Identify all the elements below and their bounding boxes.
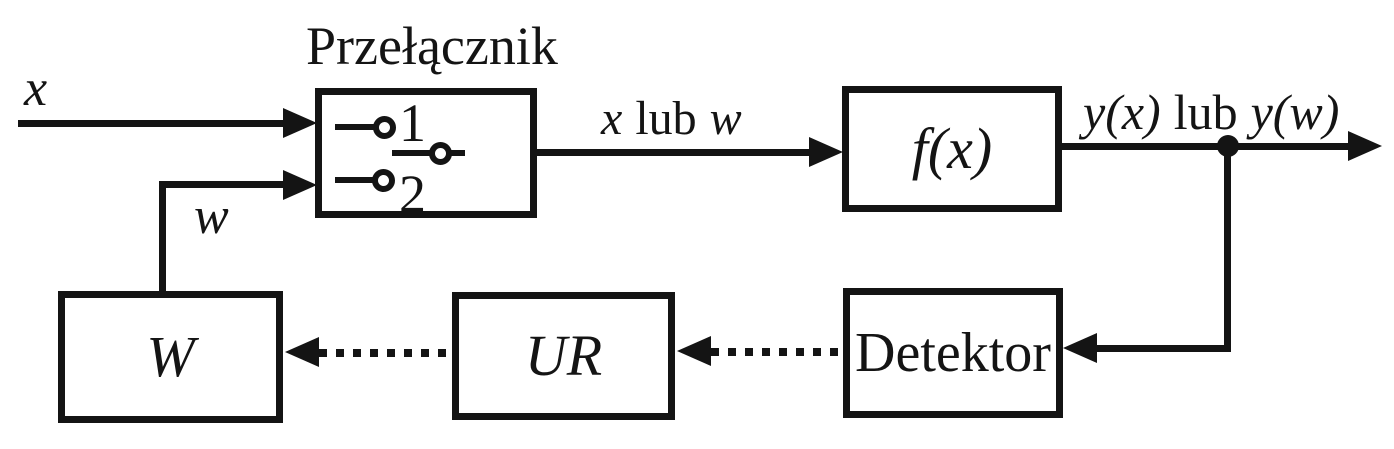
- detector-label: Detektor: [855, 322, 1051, 384]
- feedback-vertical-wire: [1224, 146, 1231, 352]
- weights-block: W: [58, 291, 283, 423]
- adaptation-block: UR: [452, 292, 675, 420]
- weight-w-label: w: [194, 188, 229, 245]
- switch-pole-wire: [392, 150, 430, 156]
- detector-to-ur-dotted-wire: [711, 348, 843, 356]
- input-x-label: x: [24, 60, 48, 117]
- arrowhead-left-icon: [285, 337, 319, 367]
- switch-position-2-label: 2: [399, 164, 426, 224]
- switch-contact-1-terminal-icon: [373, 116, 396, 139]
- weight-w-horizontal-wire: [159, 181, 284, 188]
- switch-pole-stub-wire: [451, 150, 465, 156]
- plant-label: f(x): [911, 116, 993, 181]
- switch-pole-terminal-icon: [429, 142, 452, 165]
- switch-contact-1-wire: [335, 124, 374, 130]
- switch-block: [315, 88, 537, 218]
- plant-block: f(x): [842, 86, 1062, 212]
- switch-output-x: x: [601, 92, 623, 145]
- switch-output-wire: [537, 149, 809, 156]
- weight-w-vertical-wire: [159, 181, 166, 293]
- ur-to-w-dotted-wire: [319, 349, 452, 357]
- arrowhead-right-icon: [283, 170, 317, 200]
- feedback-horizontal-wire: [1097, 345, 1231, 352]
- system-output-yw: y(w): [1250, 84, 1340, 140]
- system-output-yx: y(x): [1083, 84, 1161, 140]
- switch-contact-2-terminal-icon: [372, 169, 395, 192]
- input-x-wire: [18, 120, 284, 127]
- switch-output-lub: lub: [635, 92, 697, 145]
- arrowhead-right-icon: [809, 137, 843, 167]
- arrowhead-right-icon: [1348, 131, 1382, 161]
- switch-contact-2-wire: [335, 177, 373, 183]
- system-output-wire: [1062, 143, 1350, 150]
- arrowhead-left-icon: [677, 336, 711, 366]
- switch-position-1-label: 1: [399, 93, 426, 153]
- switch-title-label: Przełącznik: [306, 16, 558, 76]
- adaptation-label: UR: [524, 323, 603, 388]
- arrowhead-left-icon: [1063, 333, 1097, 363]
- system-output-lub: lub: [1173, 84, 1238, 140]
- switch-output-w: w: [709, 92, 742, 145]
- arrowhead-right-icon: [283, 108, 317, 138]
- weights-label: W: [146, 324, 195, 389]
- detector-block: Detektor: [843, 288, 1063, 418]
